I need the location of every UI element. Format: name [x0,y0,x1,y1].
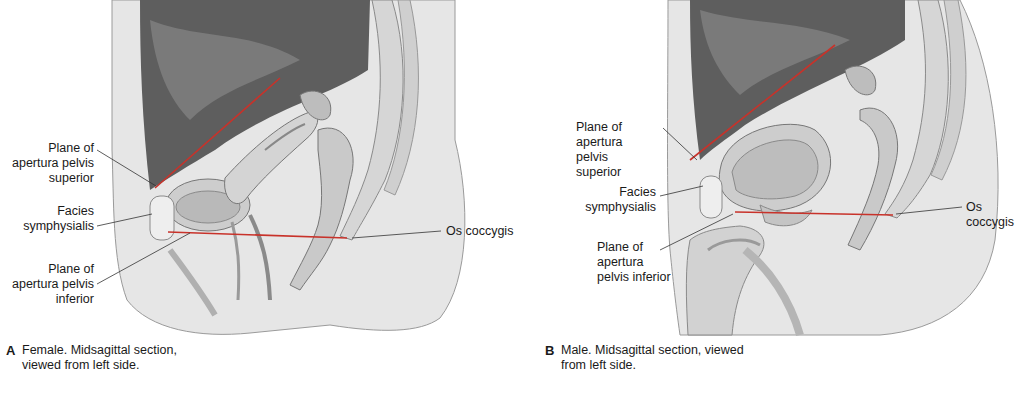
plane-label: Plane of apertura pelvis superior [576,120,656,180]
male-section [660,0,998,335]
panel-letter: A [6,343,20,358]
structure-label: Facies symphysialis [558,185,656,215]
panel-caption: Male. Midsagittal section, viewed from l… [561,343,751,373]
panel-letter: B [545,343,559,358]
female-section [97,0,465,334]
panel-caption: Female. Midsagittal section, viewed from… [22,343,212,373]
structure-label: Facies symphysialis [8,204,94,234]
structure-label: Os coccygis [966,200,1018,230]
structure-label: Os coccygis [446,224,546,239]
plane-label: Plane of apertura pelvis inferior [597,240,677,285]
plane-label: Plane of apertura pelvis superior [8,141,94,186]
plane-label: Plane of apertura pelvis inferior [8,262,94,307]
